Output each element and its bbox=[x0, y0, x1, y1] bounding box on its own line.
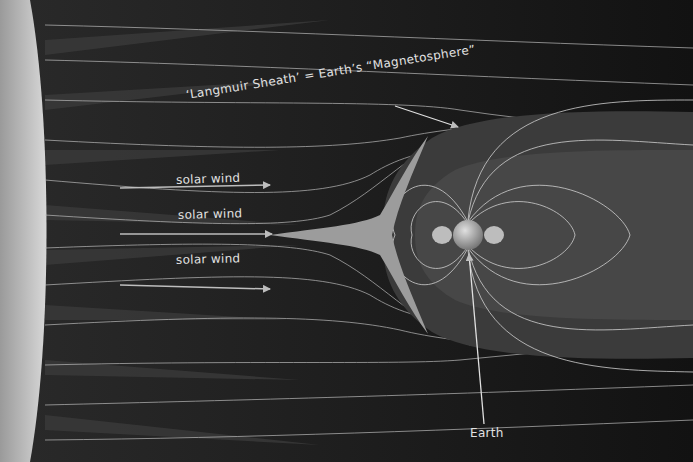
callout-label: Earth bbox=[470, 426, 504, 440]
leader-line bbox=[469, 254, 484, 424]
flow-label: solar wind bbox=[178, 206, 243, 222]
plasma-sheath bbox=[270, 136, 428, 334]
dipole-lines bbox=[392, 100, 693, 372]
wind-arrows bbox=[120, 185, 272, 289]
flow-label: solar wind bbox=[176, 251, 241, 267]
magnetosphere bbox=[383, 111, 693, 359]
radiation-belt bbox=[484, 226, 504, 244]
earth bbox=[453, 220, 483, 250]
magnetosphere-inner bbox=[415, 150, 693, 320]
field-lines bbox=[45, 25, 693, 440]
flow-label: solar wind bbox=[176, 171, 241, 187]
radiation-belt bbox=[432, 226, 452, 244]
sun bbox=[0, 0, 47, 462]
leader-line bbox=[395, 106, 458, 127]
